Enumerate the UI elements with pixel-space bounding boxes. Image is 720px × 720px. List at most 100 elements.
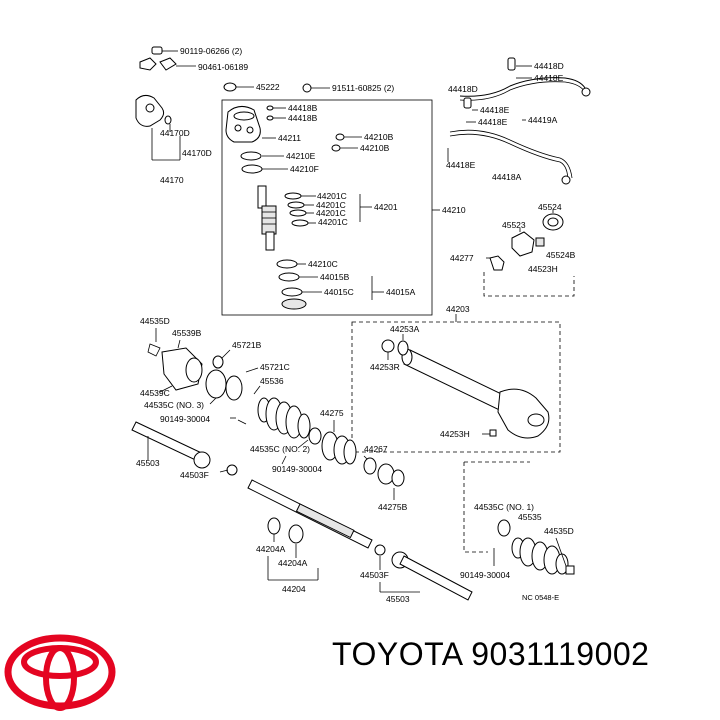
bolt-91511 xyxy=(302,83,312,93)
label-45535: 45535 xyxy=(518,512,542,522)
oring-44210B-1 xyxy=(335,133,345,141)
ring-44201C-1 xyxy=(284,192,302,200)
label-91511: 91511-60825 (2) xyxy=(332,83,394,93)
label-44210B-2: 44210B xyxy=(360,143,390,153)
label-44170D-2: 44170D xyxy=(182,148,212,158)
oring-44418B-1 xyxy=(266,105,274,111)
label-45536: 45536 xyxy=(260,376,284,386)
bellows-boot-45535 xyxy=(511,537,569,575)
label-44170D-1: 44170D xyxy=(160,128,190,138)
label-44210: 44210 xyxy=(442,205,466,215)
clamp-90461 xyxy=(139,57,177,71)
seal-44253A xyxy=(397,340,409,356)
label-44211: 44211 xyxy=(278,133,301,143)
label-44204A-1: 44204A xyxy=(256,544,286,554)
label-44015B: 44015B xyxy=(320,272,350,282)
label-44418D-top: 44418D xyxy=(534,61,564,71)
label-44253A: 44253A xyxy=(390,324,420,334)
assembly-box-44210 xyxy=(221,99,433,316)
clip-44535C-no2 xyxy=(308,427,322,445)
seal-44210F xyxy=(241,164,263,174)
ring-44201C-3 xyxy=(289,209,307,217)
label-44170: 44170 xyxy=(160,175,184,185)
label-45503-left: 45503 xyxy=(136,458,160,468)
label-44015C: 44015C xyxy=(324,287,354,297)
label-44210F: 44210F xyxy=(290,164,319,174)
diagram-code: NC 0548-E xyxy=(522,593,559,602)
label-45721C: 45721C xyxy=(260,362,290,372)
seal-44015C xyxy=(281,287,303,297)
ring-44201C-4 xyxy=(291,219,309,227)
label-44535D-low: 44535D xyxy=(544,526,574,536)
label-44253R: 44253R xyxy=(370,362,400,372)
label-90461: 90461-06189 xyxy=(198,62,248,72)
tube-44418A xyxy=(449,129,573,185)
label-44201C-4: 44201C xyxy=(318,217,348,227)
seal-44210C xyxy=(276,259,298,269)
label-44210B-1: 44210B xyxy=(364,132,394,142)
bracket-44170 xyxy=(135,94,172,127)
label-44535C-no1: 44535C (NO. 1) xyxy=(474,502,534,512)
seal-44015B xyxy=(278,272,300,282)
fitting-44418D-mid xyxy=(463,97,472,109)
clip-44535D-top xyxy=(147,343,161,357)
plug-44277 xyxy=(489,255,505,271)
label-44201C-1: 44201C xyxy=(317,191,347,201)
pinion-shaft-44201 xyxy=(257,185,277,251)
part-45222 xyxy=(223,82,237,92)
housing-box-44203 xyxy=(351,321,561,453)
seal-44204A-1 xyxy=(267,517,281,535)
label-44277: 44277 xyxy=(450,253,474,263)
label-44210C: 44210C xyxy=(308,259,338,269)
nut-44503F-left xyxy=(226,464,238,476)
label-44418E-top: 44418E xyxy=(534,73,564,83)
label-44201C-2: 44201C xyxy=(316,200,346,210)
clip-44535C-no1 xyxy=(497,519,511,537)
part-number: 9031119002 xyxy=(471,636,650,672)
label-44539C: 44539C xyxy=(140,388,170,398)
label-90149-2: 90149-30004 xyxy=(272,464,322,474)
clip-44535D-low xyxy=(565,565,575,575)
label-44201C-3: 44201C xyxy=(316,208,346,218)
boot-44275 xyxy=(321,431,357,465)
seal-44210E xyxy=(240,151,262,161)
label-45503-right: 45503 xyxy=(386,594,410,604)
label-44503F-right: 44503F xyxy=(360,570,389,580)
fitting-44418D-top xyxy=(507,57,516,71)
oring-44210B-2 xyxy=(331,144,341,152)
ring-44253R xyxy=(381,339,395,353)
boot-45539 xyxy=(161,347,203,391)
label-45539B: 45539B xyxy=(172,328,202,338)
ring-44267 xyxy=(363,457,377,475)
plug-44253H xyxy=(489,429,497,437)
label-44204: 44204 xyxy=(282,584,306,594)
bolt-90119 xyxy=(151,46,170,55)
label-44267: 44267 xyxy=(364,444,388,454)
boot-45721C xyxy=(205,369,243,401)
rack-housing-44203 xyxy=(401,348,550,439)
label-44418B-1: 44418B xyxy=(288,103,318,113)
label-44535C-no3: 44535C (NO. 3) xyxy=(144,400,204,410)
valve-housing-44211 xyxy=(225,106,261,143)
label-90149-1: 90149-30004 xyxy=(160,414,210,424)
label-44201: 44201 xyxy=(374,202,398,212)
label-45524B: 45524B xyxy=(546,250,576,260)
tie-rod-45503-right xyxy=(391,551,473,601)
bushing-45523 xyxy=(511,231,535,257)
label-44418A: 44418A xyxy=(492,172,522,182)
bellows-boot-45536 xyxy=(257,397,311,439)
rack-bar-44204 xyxy=(247,479,373,549)
bushing-44275B xyxy=(377,463,395,485)
brand-name: TOYOTA xyxy=(332,636,462,672)
spring-44523H xyxy=(535,237,545,247)
label-44275B: 44275B xyxy=(378,502,408,512)
label-44418B-2: 44418B xyxy=(288,113,318,123)
label-44203: 44203 xyxy=(446,304,470,314)
oring-44418B-2 xyxy=(266,115,274,121)
label-44523H: 44523H xyxy=(528,264,558,274)
tube-44419A xyxy=(459,77,591,101)
toyota-logo xyxy=(4,634,116,711)
label-44419A: 44419A xyxy=(528,115,558,125)
label-45222: 45222 xyxy=(256,82,280,92)
label-44503F-left: 44503F xyxy=(180,470,209,480)
